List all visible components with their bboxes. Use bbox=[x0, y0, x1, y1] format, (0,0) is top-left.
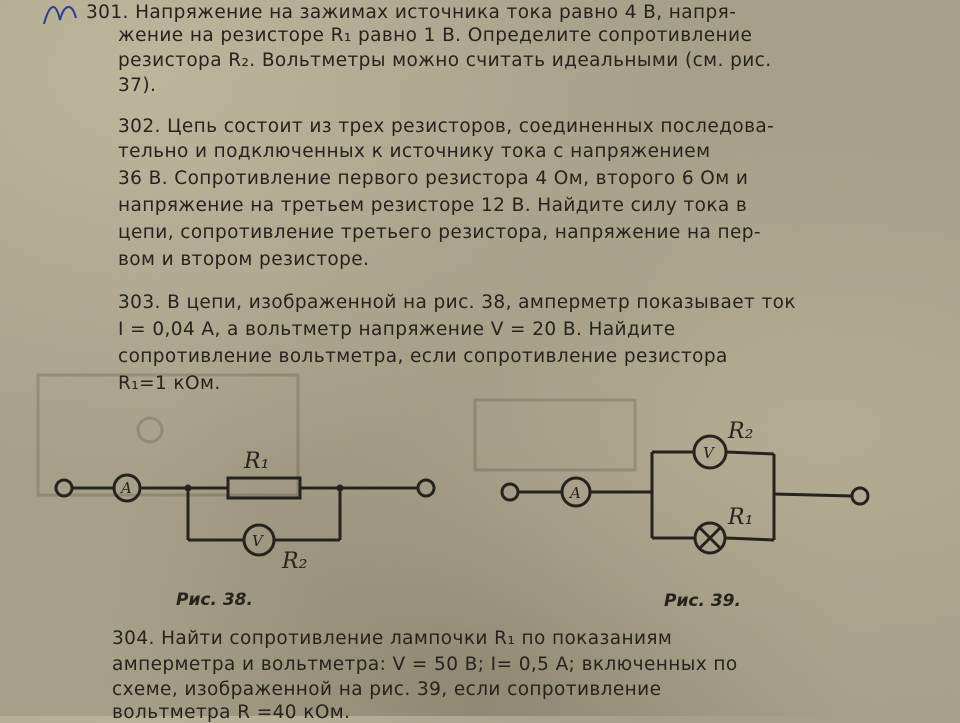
fig39-right-terminal bbox=[850, 486, 870, 506]
fig38-resistor-r1 bbox=[226, 476, 302, 500]
fig39-r2-label: R₂ bbox=[727, 419, 753, 444]
problem-302-line-1: 302. Цепь состоит из трех резисторов, со… bbox=[118, 116, 775, 137]
fig38-voltmeter bbox=[242, 523, 276, 557]
fig39-left-terminal bbox=[500, 482, 520, 502]
problem-301-line-2: жение на резисторе R₁ равно 1 В. Определ… bbox=[118, 25, 753, 46]
problem-303-line-1: 303. В цепи, изображенной на рис. 38, ам… bbox=[118, 292, 796, 313]
problem-302-line-4: напряжение на третьем резисторе 12 В. На… bbox=[118, 195, 748, 216]
fig39-ammeter bbox=[560, 476, 592, 508]
figure-38-caption: Рис. 38. bbox=[176, 590, 253, 610]
figure-39-circuit: A V R₂ R₁ bbox=[500, 419, 870, 555]
problem-302-line-3: 36 В. Сопротивление первого резистора 4 … bbox=[118, 168, 749, 189]
problem-302-line-2: тельно и подключенных к источнику тока с… bbox=[118, 141, 711, 162]
problem-304-line-2: амперметра и вольтметра: V = 50 В; I= 0,… bbox=[112, 654, 738, 675]
fig38-r1-label: R₁ bbox=[243, 449, 269, 474]
problem-302-line-5: цепи, сопротивление третьего резистора, … bbox=[118, 222, 762, 243]
fig38-ammeter bbox=[112, 473, 142, 503]
fig38-right-terminal bbox=[416, 478, 436, 498]
pen-scribble bbox=[43, 6, 77, 25]
problem-302-line-6: вом и втором резисторе. bbox=[118, 249, 370, 270]
fig38-ammeter-symbol: A bbox=[119, 479, 132, 497]
problem-301-line-3: резистора R₂. Вольтметры можно считать и… bbox=[118, 50, 772, 71]
fig38-voltmeter-symbol: V bbox=[252, 532, 265, 550]
fig39-voltmeter-symbol: V bbox=[703, 444, 716, 462]
problem-301-line-4: 37). bbox=[118, 75, 157, 96]
fig39-lamp bbox=[693, 521, 727, 555]
fig39-r1-label: R₁ bbox=[727, 505, 753, 530]
fig38-left-terminal bbox=[54, 478, 74, 498]
problem-304-line-3: схеме, изображенной на рис. 39, если соп… bbox=[112, 679, 662, 700]
problem-304-line-4: вольтметра R =40 кОм. bbox=[112, 702, 351, 723]
fig39-ammeter-symbol: A bbox=[568, 484, 581, 502]
problem-303-line-3: сопротивление вольтметра, если сопротивл… bbox=[118, 346, 728, 367]
figure-39-caption: Рис. 39. bbox=[664, 591, 741, 611]
fig38-r2-label: R₂ bbox=[281, 549, 307, 574]
problem-304-line-1: 304. Найти сопротивление лампочки R₁ по … bbox=[112, 628, 673, 649]
problem-303-line-4: R₁=1 кОм. bbox=[118, 373, 221, 394]
figure-38-circuit: A V R₁ R₂ bbox=[54, 449, 436, 574]
problem-301-line-1: 301. Напряжение на зажимах источника ток… bbox=[86, 2, 737, 23]
fig39-voltmeter bbox=[692, 434, 728, 470]
problem-303-line-2: I = 0,04 А, а вольтметр напряжение V = 2… bbox=[118, 319, 676, 340]
